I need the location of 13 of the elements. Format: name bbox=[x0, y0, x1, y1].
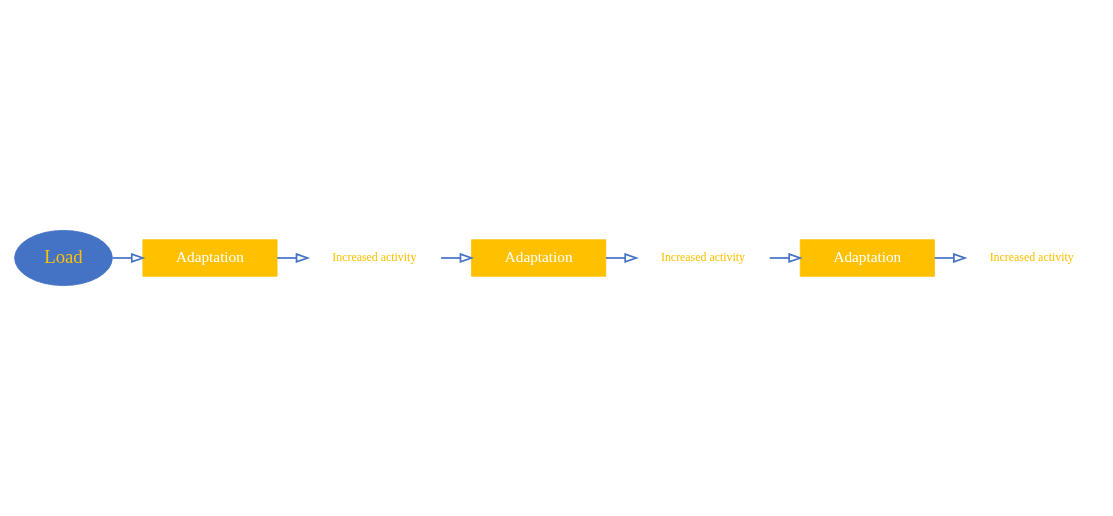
arrow bbox=[605, 252, 639, 264]
node-text: Increased activity bbox=[332, 250, 417, 265]
arrow bbox=[276, 252, 311, 264]
node-text: Increased activity bbox=[660, 250, 746, 265]
node-box: Adaptation bbox=[799, 239, 935, 277]
arrow bbox=[440, 252, 475, 264]
node-text: Increased activity bbox=[989, 250, 1074, 265]
node-box: Adaptation bbox=[142, 239, 278, 277]
node-ellipse: Load bbox=[14, 229, 113, 287]
arrow bbox=[111, 252, 146, 264]
arrow bbox=[933, 252, 968, 264]
arrow bbox=[768, 252, 803, 264]
node-box: Adaptation bbox=[471, 239, 607, 277]
